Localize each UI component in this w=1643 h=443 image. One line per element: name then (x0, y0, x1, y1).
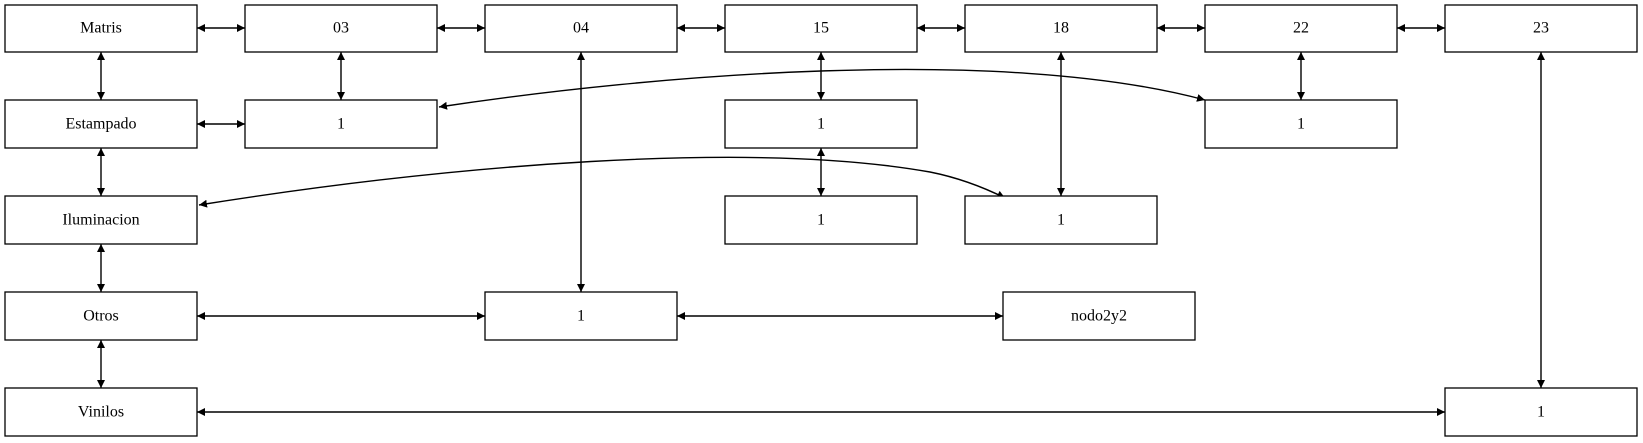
node-label: 1 (1057, 212, 1065, 229)
node-cell-iluminacion-18: 1 (964, 195, 1158, 245)
node-label: nodo2y2 (1071, 308, 1127, 325)
node-label: 18 (1053, 20, 1069, 37)
node-header-23: 23 (1444, 4, 1638, 53)
node-matris: Matris (4, 4, 198, 53)
node-estampado: Estampado (4, 99, 198, 149)
node-label: 1 (577, 308, 585, 325)
node-header-03: 03 (244, 4, 438, 53)
node-header-15: 15 (724, 4, 918, 53)
node-nodo2y2: nodo2y2 (1002, 291, 1196, 341)
node-cell-vinilos-23: 1 (1444, 387, 1638, 437)
node-label: Estampado (65, 116, 136, 133)
node-otros: Otros (4, 291, 198, 341)
node-cell-15-b: 1 (724, 195, 918, 245)
node-header-18: 18 (964, 4, 1158, 53)
node-label: 03 (333, 20, 349, 37)
node-label: 04 (573, 20, 589, 37)
node-label: 1 (817, 116, 825, 133)
node-label: 22 (1293, 20, 1309, 37)
node-label: Vinilos (78, 404, 124, 421)
node-label: Iluminacion (62, 212, 139, 229)
node-iluminacion: Iluminacion (4, 195, 198, 245)
node-label: 1 (1297, 116, 1305, 133)
edges (97, 24, 1545, 416)
node-label: 1 (1537, 404, 1545, 421)
node-header-04: 04 (484, 4, 678, 53)
node-label: 1 (337, 116, 345, 133)
node-label: 23 (1533, 20, 1549, 37)
node-cell-15-a: 1 (724, 99, 918, 149)
node-cell-estampado-22: 1 (1204, 99, 1398, 149)
node-label: Otros (83, 308, 119, 325)
edge-iluminacion-1-curve (198, 156, 1006, 208)
nodes: Matris 03 04 15 18 22 23 Estampad (4, 4, 1638, 437)
node-label: 1 (817, 212, 825, 229)
node-header-22: 22 (1204, 4, 1398, 53)
node-label: Matris (80, 20, 122, 37)
node-cell-estampado-03: 1 (244, 99, 438, 149)
node-vinilos: Vinilos (4, 387, 198, 437)
node-label: 15 (813, 20, 829, 37)
node-cell-otros-04: 1 (484, 291, 678, 341)
